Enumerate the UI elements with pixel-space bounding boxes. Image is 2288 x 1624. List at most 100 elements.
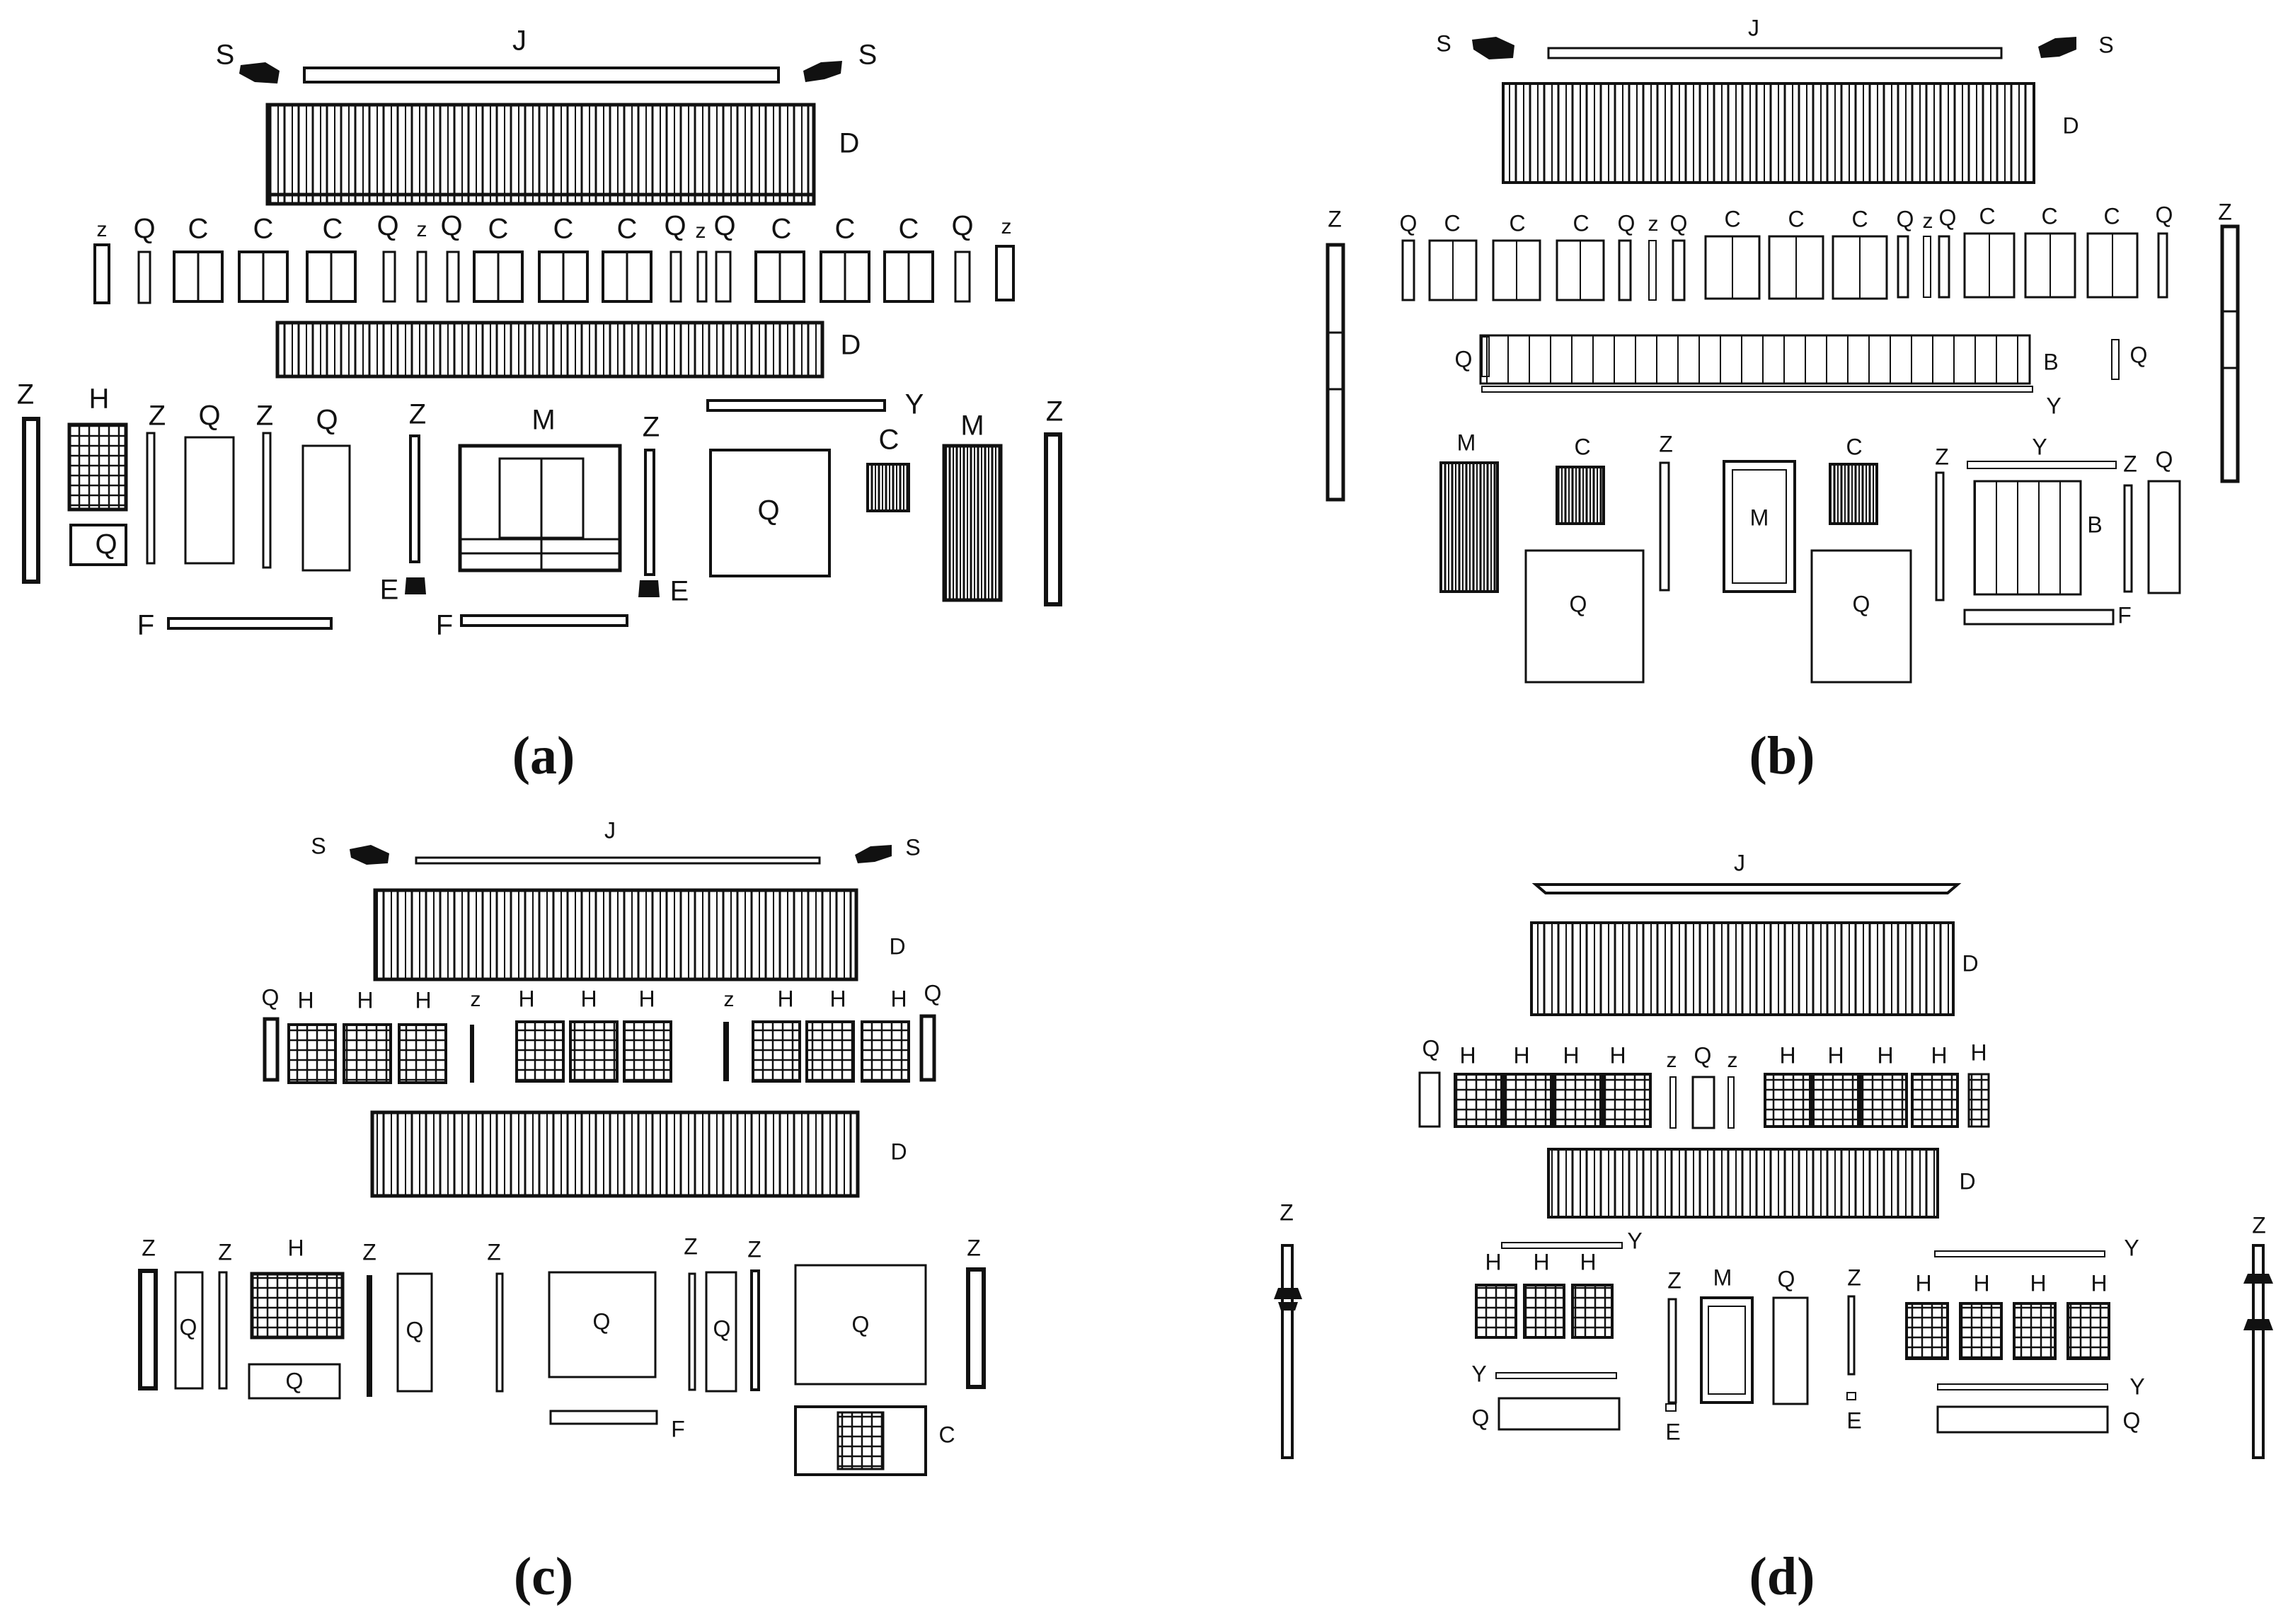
bracket-right bbox=[2038, 37, 2076, 58]
wall-panel bbox=[1810, 549, 1912, 684]
label-z: Z bbox=[643, 412, 660, 443]
label-m: M bbox=[531, 405, 555, 436]
label-h: H bbox=[89, 384, 110, 415]
label-c: C bbox=[835, 214, 856, 245]
label-q: Q bbox=[2130, 342, 2148, 367]
label-z: Z bbox=[2123, 451, 2137, 476]
label-z: Z bbox=[142, 1235, 156, 1260]
label-q: Q bbox=[1422, 1035, 1440, 1061]
label-c: C bbox=[1574, 434, 1590, 459]
bracket-left bbox=[239, 62, 280, 83]
label-q: Q bbox=[198, 401, 220, 432]
label-d: D bbox=[2062, 113, 2079, 138]
label-s: S bbox=[905, 834, 920, 860]
label-c: C bbox=[617, 214, 638, 245]
label-b: B bbox=[2087, 512, 2102, 537]
label-h: H bbox=[297, 987, 314, 1013]
label-h: H bbox=[518, 986, 534, 1011]
label-c: C bbox=[938, 1422, 955, 1447]
label-z: Z bbox=[362, 1239, 376, 1265]
label-c: C bbox=[488, 214, 509, 245]
label-q: Q bbox=[1778, 1266, 1795, 1291]
label-e: E bbox=[1665, 1419, 1680, 1444]
label-z: Z bbox=[967, 1235, 981, 1260]
label-m: M bbox=[1750, 505, 1769, 530]
label-q: Q bbox=[180, 1314, 197, 1340]
label-z: Z bbox=[149, 401, 166, 432]
label-c: C bbox=[879, 425, 899, 456]
label-c: C bbox=[2103, 203, 2120, 229]
label-q: Q bbox=[713, 211, 735, 242]
caption-a: (a) bbox=[512, 726, 575, 785]
sill-beam bbox=[1963, 609, 2115, 626]
label-q: Q bbox=[2123, 1407, 2141, 1433]
wall-panel bbox=[69, 524, 127, 566]
sill-beam bbox=[460, 614, 628, 627]
label-z: Z bbox=[2218, 199, 2232, 224]
tall-column-left bbox=[1274, 1244, 1302, 1459]
lintel-beam bbox=[1501, 1242, 1623, 1249]
label-q: Q bbox=[593, 1308, 611, 1334]
label-e: E bbox=[1846, 1407, 1861, 1433]
label-q: Q bbox=[1455, 346, 1473, 372]
label-h: H bbox=[1485, 1249, 1501, 1274]
ridge-beam bbox=[1547, 47, 2003, 59]
lintel-beam bbox=[1481, 386, 2033, 393]
label-z: z bbox=[1667, 1049, 1677, 1072]
label-q: Q bbox=[713, 1315, 731, 1341]
lattice-window bbox=[250, 1272, 345, 1340]
roof-panel bbox=[1530, 921, 1955, 1016]
label-z: Z bbox=[218, 1239, 232, 1265]
label-m: M bbox=[1713, 1265, 1732, 1290]
label-h: H bbox=[1877, 1042, 1893, 1068]
sill-beam bbox=[167, 617, 333, 630]
label-c: C bbox=[1573, 210, 1589, 236]
label-q: Q bbox=[1670, 210, 1688, 236]
label-c: C bbox=[253, 214, 274, 245]
label-y: Y bbox=[2046, 393, 2061, 418]
label-z: Z bbox=[1659, 431, 1673, 456]
panel-a: S S J D bbox=[17, 25, 1063, 786]
wall-panel bbox=[548, 1271, 657, 1378]
label-q: Q bbox=[376, 211, 398, 242]
label-j: J bbox=[512, 25, 527, 57]
label-z: z bbox=[417, 218, 427, 241]
label-s: S bbox=[2098, 32, 2113, 57]
label-z: Z bbox=[1667, 1267, 1681, 1293]
label-d: D bbox=[889, 933, 905, 959]
label-q: Q bbox=[262, 984, 280, 1010]
label-y: Y bbox=[2124, 1235, 2139, 1260]
label-h: H bbox=[287, 1235, 304, 1260]
panel-c: S S J D Q H H H z H H H z H bbox=[138, 817, 986, 1606]
wall-panel bbox=[184, 436, 235, 565]
label-y: Y bbox=[1471, 1361, 1486, 1386]
panel-d: J D Q H H H H z Q z H H H H H bbox=[1274, 850, 2273, 1606]
label-z: Z bbox=[1328, 206, 1342, 231]
label-q: Q bbox=[1570, 591, 1587, 616]
label-s: S bbox=[311, 833, 326, 858]
label-c: C bbox=[1851, 206, 1868, 231]
label-z: Z bbox=[1847, 1265, 1861, 1290]
door-slatted bbox=[942, 444, 1003, 602]
label-y: Y bbox=[905, 389, 924, 420]
wall-panel bbox=[1524, 549, 1645, 684]
label-f: F bbox=[137, 610, 154, 641]
label-j: J bbox=[1748, 15, 1759, 40]
label-c: C bbox=[1788, 206, 1804, 231]
ridge-beam bbox=[1531, 883, 1962, 894]
label-z: z bbox=[1648, 212, 1659, 236]
label-q: Q bbox=[440, 211, 462, 242]
label-h: H bbox=[357, 987, 373, 1013]
wall-panel bbox=[1497, 1397, 1621, 1431]
wall-panel bbox=[1772, 1296, 1809, 1405]
bracket-right bbox=[855, 845, 892, 863]
label-e: E bbox=[670, 576, 689, 607]
label-q: Q bbox=[2156, 447, 2173, 472]
wall-panel bbox=[301, 444, 351, 572]
lintel-beam bbox=[706, 399, 886, 412]
label-q: Q bbox=[316, 405, 338, 436]
label-s: S bbox=[1436, 30, 1451, 56]
label-z: Z bbox=[1935, 444, 1949, 469]
column bbox=[1326, 243, 1345, 502]
label-h: H bbox=[1973, 1270, 1989, 1296]
